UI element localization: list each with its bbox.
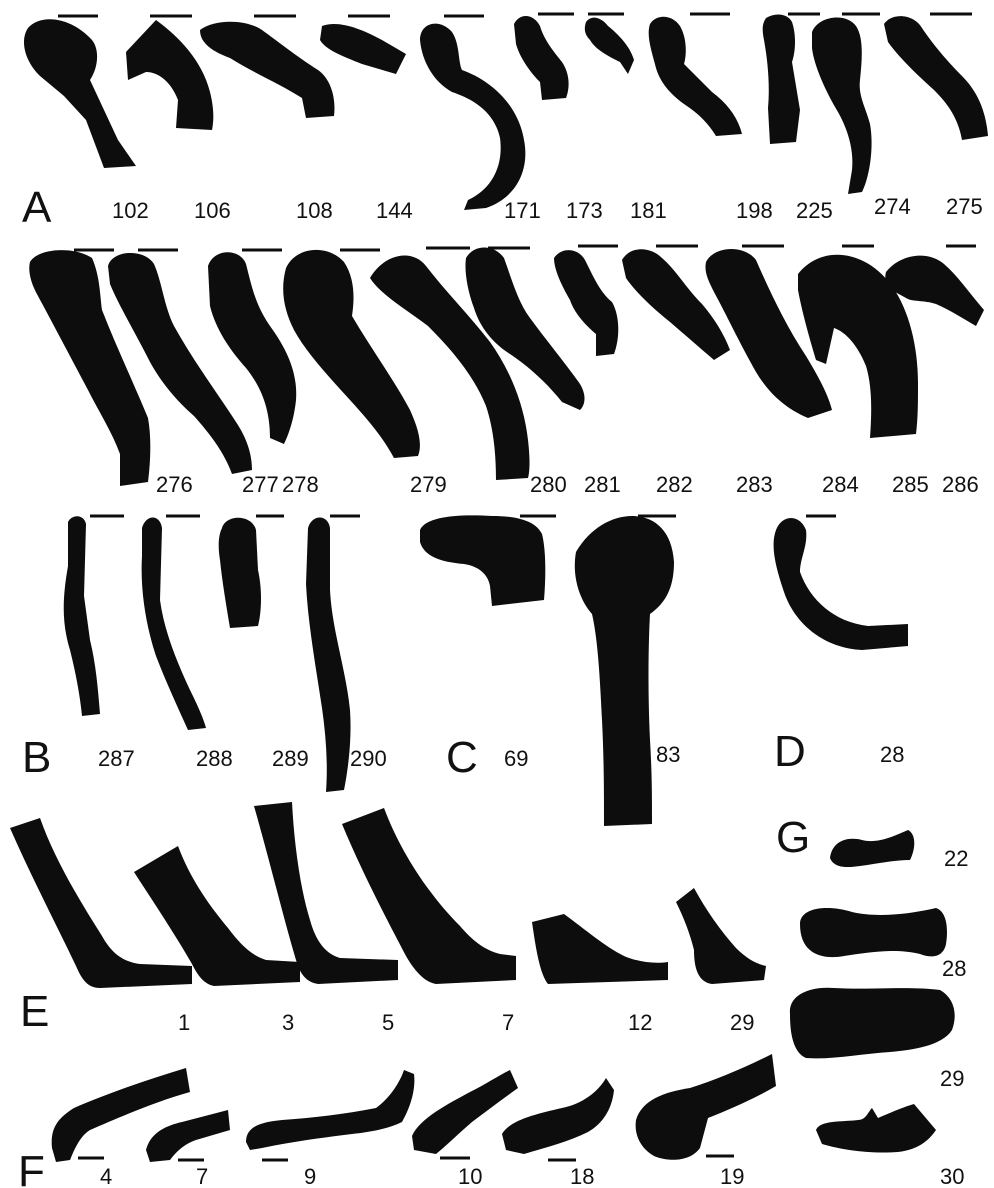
profile-number: 275 <box>946 194 983 219</box>
profile-number: 290 <box>350 746 387 771</box>
profile-g-28 <box>800 908 947 957</box>
profile-number: 12 <box>628 1010 652 1035</box>
profile-number: 225 <box>796 198 833 223</box>
profile-number: 1 <box>178 1010 190 1035</box>
profile-number: 83 <box>656 742 680 767</box>
profile-number: 286 <box>942 472 979 497</box>
profile-d-28 <box>774 518 908 650</box>
profile-number: 181 <box>630 198 667 223</box>
profile-number: 276 <box>156 472 193 497</box>
section-d: D 28 <box>774 516 908 776</box>
profile-number: 288 <box>196 746 233 771</box>
profile-a-173 <box>514 16 569 100</box>
profile-number: 274 <box>874 194 911 219</box>
profile-number: 283 <box>736 472 773 497</box>
section-c: C 69 83 <box>420 515 680 826</box>
profile-number: 277 <box>242 472 279 497</box>
profile-b-289 <box>219 518 261 628</box>
profile-number: 7 <box>196 1164 208 1188</box>
profile-number: 280 <box>530 472 567 497</box>
profile-number: 18 <box>570 1164 594 1188</box>
profile-a-171 <box>420 24 525 210</box>
profile-a-275 <box>884 16 988 140</box>
profile-number: 22 <box>944 846 968 871</box>
profile-f-7 <box>146 1110 230 1162</box>
profile-c-69 <box>420 515 545 606</box>
profile-a-282 <box>554 250 618 356</box>
profile-number: 287 <box>98 746 135 771</box>
profile-number: 29 <box>730 1010 754 1035</box>
profile-f-10 <box>412 1070 518 1154</box>
section-letter-g: G <box>776 813 810 862</box>
section-b: B 287 288 289 290 <box>22 516 387 792</box>
section-letter-d: D <box>774 727 806 776</box>
profile-number: 30 <box>940 1164 964 1188</box>
section-letter-e: E <box>20 987 49 1036</box>
section-e: E 1 3 5 7 12 29 <box>10 802 766 1036</box>
profile-a-108 <box>200 22 334 118</box>
section-letter-b: B <box>22 733 51 782</box>
profile-number: 28 <box>942 956 966 981</box>
profile-e-7 <box>342 808 516 984</box>
profile-number: 106 <box>194 198 231 223</box>
profile-number: 144 <box>376 198 413 223</box>
profile-f-9 <box>246 1070 414 1150</box>
profile-number: 3 <box>282 1010 294 1035</box>
profile-number: 19 <box>720 1164 744 1188</box>
profile-number: 102 <box>112 198 149 223</box>
profile-number: 4 <box>100 1164 112 1188</box>
profile-number: 171 <box>504 198 541 223</box>
profile-number: 285 <box>892 472 929 497</box>
profile-number: 173 <box>566 198 603 223</box>
section-letter-c: C <box>446 733 478 782</box>
section-g: G 22 28 29 30 <box>776 813 968 1188</box>
profile-a-198 <box>649 17 742 136</box>
profile-number: 278 <box>282 472 319 497</box>
profile-g-29 <box>790 988 955 1059</box>
profile-number: 289 <box>272 746 309 771</box>
profile-e-12 <box>532 914 668 984</box>
profile-e-29 <box>676 888 766 984</box>
profile-number: 7 <box>502 1010 514 1035</box>
profile-b-290 <box>306 518 351 793</box>
profile-number: 279 <box>410 472 447 497</box>
profile-number: 282 <box>656 472 693 497</box>
profile-number: 281 <box>584 472 621 497</box>
profile-g-30 <box>816 1104 936 1153</box>
profile-number: 10 <box>458 1164 482 1188</box>
profile-number: 284 <box>822 472 859 497</box>
profile-number: 69 <box>504 746 528 771</box>
profile-b-287 <box>64 516 100 716</box>
profile-a-106 <box>126 20 213 130</box>
profile-a-144 <box>320 24 406 74</box>
profile-number: 28 <box>880 742 904 767</box>
profile-f-18 <box>502 1078 614 1154</box>
profile-a-181 <box>585 18 634 74</box>
section-letter-f: F <box>18 1147 45 1188</box>
section-a-continued: 276 277 278 279 280 281 282 283 284 285 … <box>29 246 984 497</box>
profile-number: 108 <box>296 198 333 223</box>
profile-g-22 <box>830 830 914 867</box>
section-a: A 102 106 108 144 171 173 181 198 225 27… <box>22 14 988 232</box>
profile-number: 5 <box>382 1010 394 1035</box>
profile-number: 29 <box>940 1066 964 1091</box>
section-letter-a: A <box>22 183 52 232</box>
profile-b-288 <box>142 518 206 731</box>
section-f: F 4 7 9 10 18 19 <box>18 1054 776 1188</box>
profile-f-19 <box>636 1054 776 1160</box>
profile-number: 9 <box>304 1164 316 1188</box>
profile-number: 198 <box>736 198 773 223</box>
profile-a-225 <box>763 15 800 144</box>
profile-c-83 <box>575 516 674 826</box>
profile-a-102 <box>24 19 136 168</box>
profile-a-274 <box>812 17 872 194</box>
